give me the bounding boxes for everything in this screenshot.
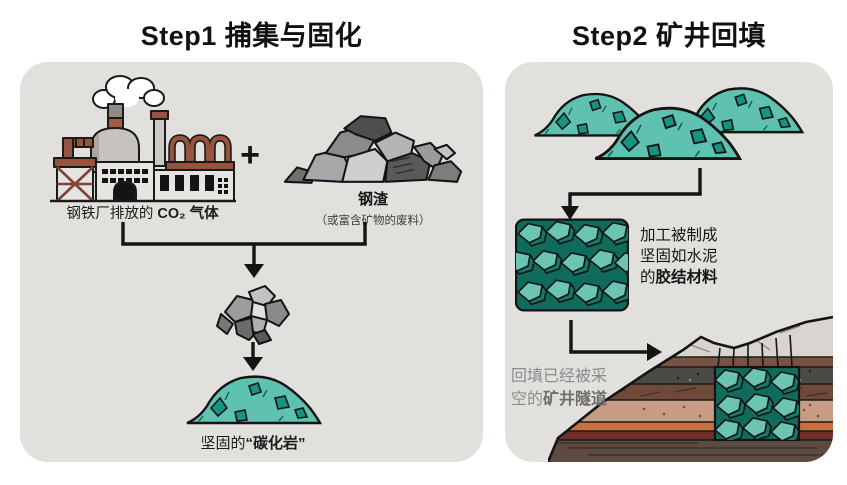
merge-bracket-arrow-icon [121, 222, 367, 278]
process-description: 加工被制成 坚固如水泥 的胶结材料 [640, 225, 760, 288]
backfill-line-2: 空的矿井隧道 [511, 388, 629, 411]
steel-factory-illustration [50, 75, 236, 203]
slag-caption: 钢渣 （或富含矿物的废料） [278, 188, 468, 228]
backfill-line-2-prefix: 空的 [511, 391, 544, 408]
down-arrow-icon [243, 342, 263, 371]
slag-subtitle: （或富含矿物的废料） [315, 215, 431, 227]
smoke-icon [92, 75, 165, 109]
process-line-2: 坚固如水泥 [640, 248, 718, 265]
slag-title: 钢渣 [357, 191, 388, 208]
factory-caption: 钢铁厂排放的 CO₂ 气体 [30, 202, 255, 223]
steel-slag-illustration [283, 115, 463, 184]
result-caption-prefix: 坚固的 [200, 435, 246, 452]
plus-sign: + [240, 136, 260, 174]
process-line-3-prefix: 的 [640, 269, 656, 286]
step1-panel: 钢铁厂排放的 CO₂ 气体 + [20, 62, 483, 462]
step2-panel: 加工被制成 坚固如水泥 的胶结材料 [505, 62, 833, 462]
process-line-1: 加工被制成 [640, 227, 718, 244]
backfill-description: 回填已经被采 空的矿井隧道 [511, 365, 629, 411]
process-line-3-bold: 胶结材料 [655, 269, 718, 286]
result-caption: 坚固的“碳化岩” [123, 432, 383, 453]
process-line-3: 的胶结材料 [640, 267, 760, 288]
carbonated-rock-piles-illustration [533, 87, 804, 160]
elbow-down-arrow-icon [561, 168, 702, 220]
backfill-line-2-bold: 矿井隧道 [543, 391, 608, 408]
cemented-material-illustration [515, 218, 629, 312]
factory-caption-bold: CO₂ 气体 [157, 206, 219, 222]
factory-caption-prefix: 钢铁厂排放的 [66, 206, 158, 222]
backfill-line-1: 回填已经被采 [511, 368, 608, 385]
step2-title: Step2 矿井回填 [571, 21, 767, 51]
carbonated-rock-illustration [186, 375, 323, 425]
step1-title: Step1 捕集与固化 [140, 21, 363, 51]
elbow-right-arrow-icon [569, 320, 662, 361]
crushed-rock-illustration [216, 285, 290, 345]
result-caption-bold: “碳化岩” [245, 435, 306, 452]
